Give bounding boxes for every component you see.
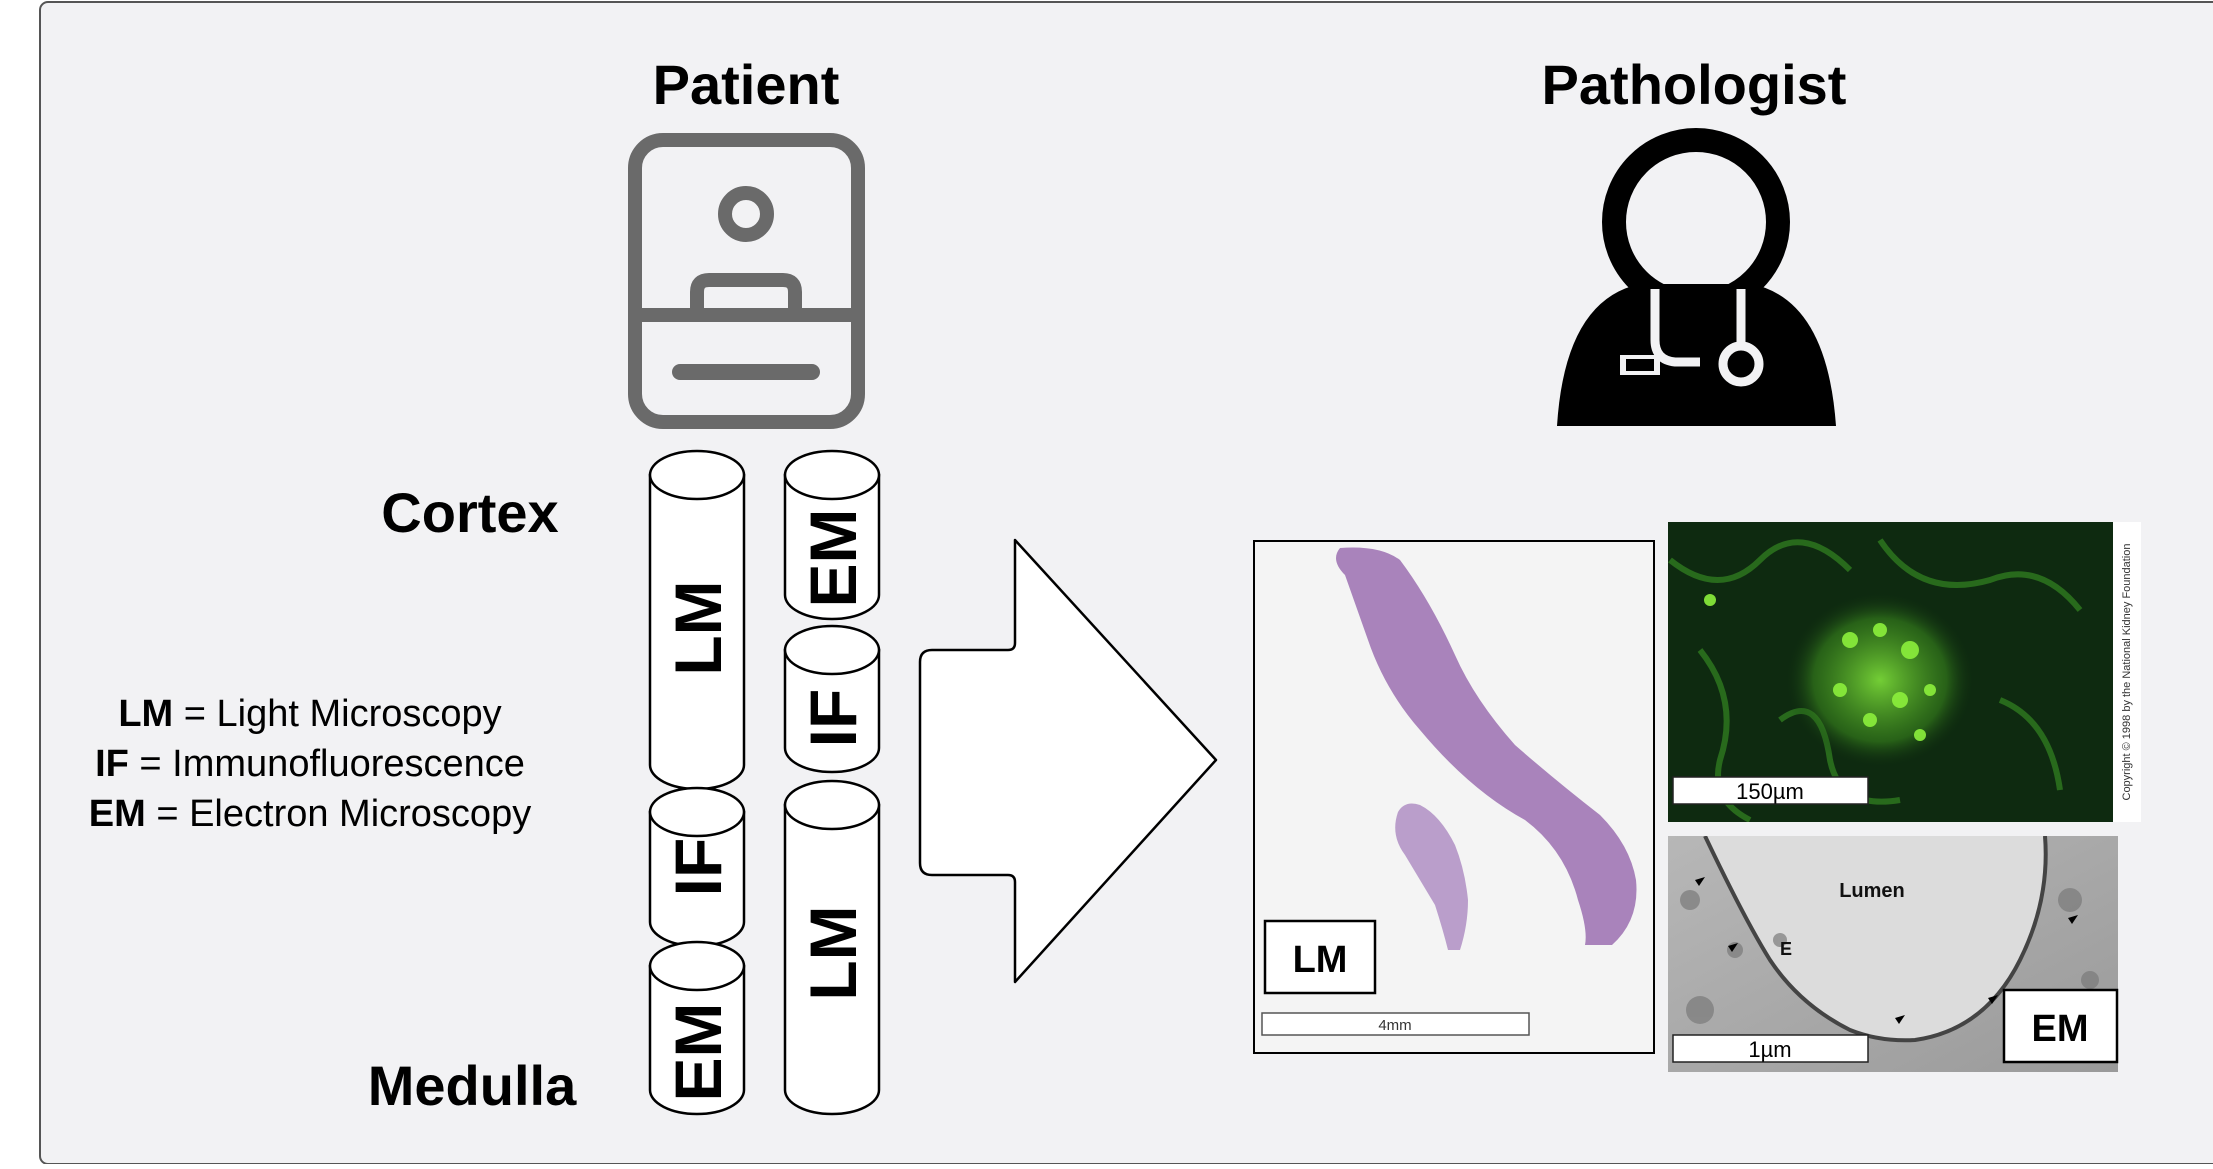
em-label-box [2002,988,2119,1064]
biopsy-core-1: LM IF EM [648,449,746,1116]
core2-segment-em: EM [783,449,881,621]
core1-segment-em: EM [648,940,746,1116]
core1-segment-lm: LM [648,449,746,791]
if-copyright-strip [2113,522,2141,822]
em-e-marker: E [1780,939,1792,959]
if-scale-bar [1672,776,1869,805]
legend: LM = Light Microscopy IF = Immunofluores… [89,693,531,835]
pathologist-heading: Pathologist [1542,53,1847,116]
lm-label: LM [1293,939,1348,981]
core1-label-lm: LM [661,580,735,675]
lm-image: LM 4mm [1253,540,1655,1054]
if-image: Copyright © 1998 by the National Kidney … [1668,522,2141,822]
legend-item-em: EM = Electron Microscopy [89,793,531,835]
if-glomerulus [1785,592,1975,768]
doctor-stethoscope-icon [1557,128,1836,426]
cortex-label: Cortex [381,481,558,544]
em-scale-bar [1672,1034,1869,1063]
patient-id-card-icon [628,133,865,429]
core2-label-if: IF [796,689,870,748]
lm-tissue-core-long [1336,547,1637,945]
if-scale-text: 150µm [1736,779,1804,804]
core2-label-lm: LM [796,905,870,1000]
core1-label-em: EM [661,1003,735,1102]
medulla-label: Medulla [368,1054,577,1117]
lm-label-box [1263,919,1377,995]
patient-heading: Patient [653,53,840,116]
core2-segment-lm: LM [783,779,881,1116]
em-lumen-label: Lumen [1839,880,1905,902]
lm-scale-bar [1261,1012,1530,1036]
em-scale-text: 1µm [1748,1037,1791,1062]
core1-segment-if: IF [648,786,746,948]
legend-item-if: IF = Immunofluorescence [95,743,525,785]
lm-tissue-core-short [1395,803,1468,950]
em-lumen [1705,836,2046,1041]
core2-segment-if: IF [783,624,881,774]
if-copyright: Copyright © 1998 by the National Kidney … [2121,544,2133,801]
core1-label-if: IF [661,838,735,897]
biopsy-core-2: EM IF LM [783,449,881,1116]
legend-item-lm: LM = Light Microscopy [118,693,501,735]
lm-scale-text: 4mm [1378,1017,1411,1034]
core2-label-em: EM [796,509,870,608]
em-label: EM [2032,1008,2089,1050]
process-arrow [918,538,1218,984]
em-image: Lumen E EM 1µm [1668,836,2119,1072]
